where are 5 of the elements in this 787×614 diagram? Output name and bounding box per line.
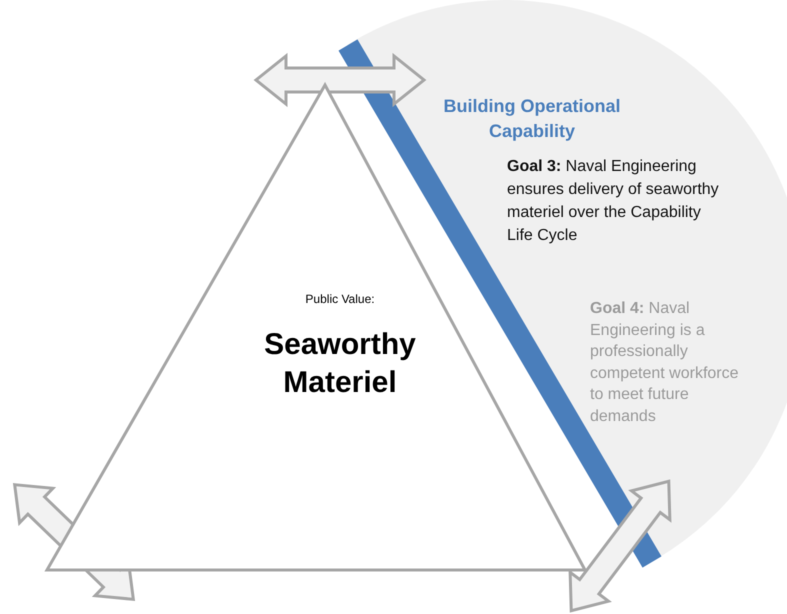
goal-text: Goal 3: Naval Engineering ensures delivery of seaworthy materiel over the Capability Life Cycle [507,157,720,246]
goal-text: Goal 4: Naval Engineering is a professionally competent workforce to meet future demands [590,299,740,426]
value-caption: Public Value: [304,292,376,307]
value-heading: Seaworthy Materiel [263,327,417,400]
section-heading: Building Operational Capability [442,95,622,143]
